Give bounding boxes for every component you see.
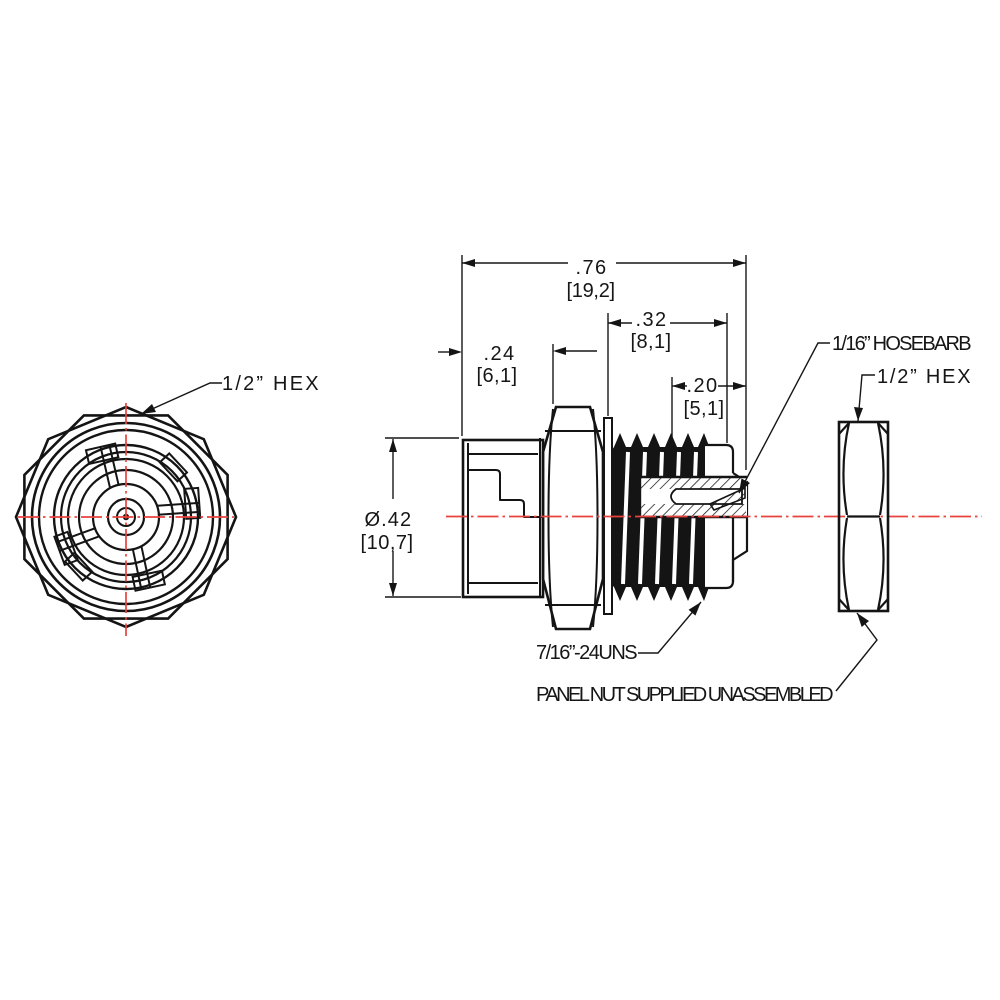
hosebarb-label: 1/16” HOSEBARB: [832, 333, 972, 355]
bayonet-slot-top: [84, 442, 120, 489]
dim-barb-length: .20 [5,1]: [672, 375, 746, 420]
front-view: [14, 403, 238, 636]
dim-diameter: Ø.42 [10,7]: [361, 439, 414, 596]
dim-diameter-mm: [10,7]: [361, 532, 414, 554]
coupling-body: [461, 438, 545, 599]
callout-thread-spec: 7/16”-24UNS: [536, 601, 702, 664]
hex-left-label: 1/2” HEX: [222, 373, 319, 395]
bayonet-slot-right: [157, 486, 202, 520]
dim-diameter-inch: Ø.42: [365, 509, 412, 531]
panel-nut-view: [837, 420, 890, 613]
thread-spec-label: 7/16”-24UNS: [536, 642, 638, 664]
dim-overall-inch: .76: [576, 257, 607, 279]
barb-bore: [670, 488, 743, 505]
octagon-outline-2: [23, 414, 229, 620]
callout-hex-left: 1/2” HEX: [140, 373, 319, 415]
dim-overall-mm: [19,2]: [567, 280, 616, 302]
extension-lines: [385, 255, 747, 598]
callouts: 1/2” HEX 1/16” HOSEBARB 1/2” HEX 7/16”-2…: [140, 333, 972, 706]
dim-thread-inch: .32: [636, 309, 667, 331]
callout-panel-nut: PANEL NUT SUPPLIED UNASSEMBLED: [536, 612, 878, 706]
side-view: [446, 405, 982, 631]
callout-hex-right: 1/2” HEX: [854, 366, 971, 422]
octagon-outline-1: [14, 405, 238, 629]
dim-thread-length: .32 [8,1]: [608, 309, 727, 353]
dim-coupling-length: .24 [6,1]: [438, 343, 597, 387]
dim-thread-mm: [8,1]: [631, 331, 672, 353]
dim-barb-inch: .20: [687, 375, 718, 397]
slot-window-225: [63, 551, 94, 582]
dim-overall-length: .76 [19,2]: [462, 257, 746, 302]
hex-section: [539, 405, 605, 631]
bayonet-slot-profile: [468, 469, 543, 518]
hex-right-label: 1/2” HEX: [877, 366, 971, 388]
hosebarb-section: [638, 475, 747, 519]
bayonet-slot-left: [53, 527, 100, 567]
dim-coupling-inch: .24: [484, 343, 515, 365]
dim-coupling-mm: [6,1]: [477, 365, 518, 387]
dimensions: .76 [19,2] .32 [8,1] .24 [6,1] .20: [361, 255, 747, 598]
dim-barb-mm: [5,1]: [684, 398, 725, 420]
bayonet-slot-bottom: [131, 546, 167, 592]
panel-nut-note: PANEL NUT SUPPLIED UNASSEMBLED: [536, 684, 834, 706]
slot-window-45: [158, 452, 189, 483]
callout-hosebarb: 1/16” HOSEBARB: [738, 333, 972, 494]
